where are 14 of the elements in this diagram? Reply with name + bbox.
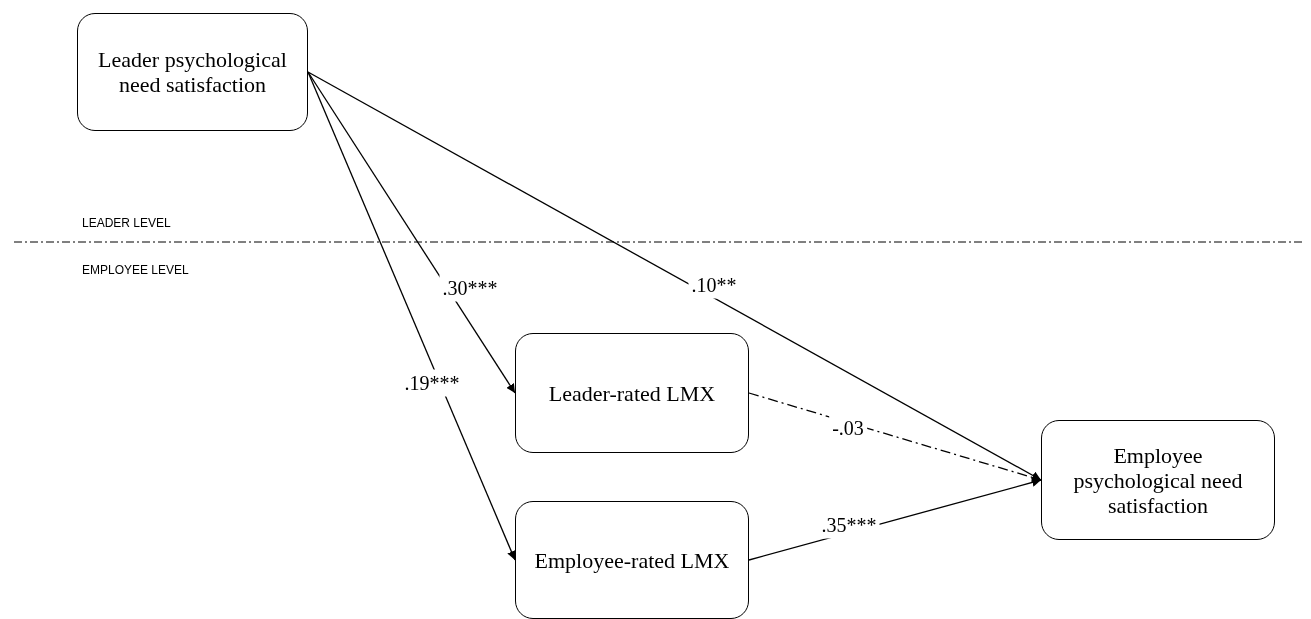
variable-name: Leader psychological need satisfaction: [97, 47, 288, 97]
arrow: [748, 392, 1042, 482]
variable-box: [1041, 420, 1275, 540]
variable-box: [515, 501, 749, 619]
variable-box: [515, 333, 749, 453]
variable-box: [77, 13, 308, 131]
arrow: [307, 71, 516, 394]
level-label: EMPLOYEE LEVEL: [82, 263, 189, 277]
variable-name: Employee-rated LMX: [534, 547, 730, 573]
arrow: [307, 71, 516, 561]
arrow: [307, 71, 1042, 481]
variable-name: Employee psychological need satisfaction: [1072, 442, 1244, 518]
level-label: LEADER LEVEL: [82, 216, 171, 230]
variable-name: Leader-rated LMX: [548, 380, 716, 406]
